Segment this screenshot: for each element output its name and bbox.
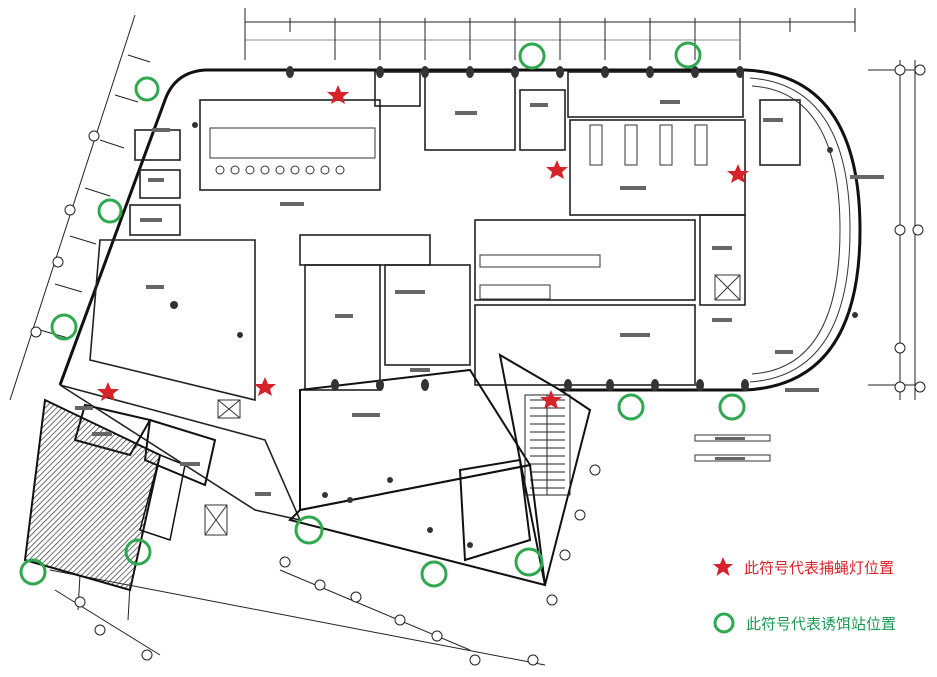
red-star-icon: [254, 377, 276, 396]
curved-facade: [749, 77, 851, 383]
interior-walls: [59, 71, 801, 522]
kitchen-equipment: [204, 124, 771, 536]
green-circle-icon: [124, 538, 152, 566]
green-circle-icon: [713, 612, 735, 634]
red-star-icon: [540, 390, 562, 409]
green-circle-icon: [420, 560, 448, 588]
green-circle-icon: [514, 547, 544, 577]
top-dimension-line: [244, 8, 856, 60]
red-star-icon: [727, 164, 749, 183]
legend-bait-row: 此符号代表诱饵站位置: [712, 611, 896, 635]
red-star-icon: [327, 85, 349, 104]
green-circle-icon: [617, 393, 645, 421]
green-circle-icon: [718, 393, 746, 421]
green-circle-icon: [134, 76, 160, 102]
green-circle-icon: [97, 198, 123, 224]
left-dimension-line: [9, 14, 151, 401]
red-star-icon: [546, 160, 568, 179]
right-dimension-line: [868, 60, 926, 400]
green-circle-icon: [19, 558, 47, 586]
fly-trap-light-markers: [97, 85, 749, 409]
left-axis-bubbles: [30, 130, 100, 338]
exterior-walls: [58, 68, 862, 392]
legend-bait-label: 此符号代表诱饵站位置: [746, 614, 897, 633]
green-circle-icon: [518, 42, 546, 70]
green-circle-icon: [674, 41, 702, 69]
legend-trap-label: 此符号代表捕蝇灯位置: [744, 558, 895, 577]
red-star-icon: [97, 382, 119, 401]
bait-station-markers: [19, 41, 746, 588]
legend: 此符号代表捕蝇灯位置 此符号代表诱饵站位置: [712, 555, 932, 645]
staircase: [524, 394, 571, 496]
columns: [170, 66, 858, 548]
hatched-storage-area: [23, 398, 162, 592]
room-label-marks: [75, 100, 884, 496]
bottom-dimension-line: [49, 464, 601, 666]
legend-trap-row: 此符号代表捕蝇灯位置: [712, 555, 894, 579]
green-circle-icon: [50, 313, 78, 341]
green-circle-icon: [294, 515, 324, 545]
storage-annex: [139, 453, 186, 541]
red-star-icon: [713, 557, 733, 576]
